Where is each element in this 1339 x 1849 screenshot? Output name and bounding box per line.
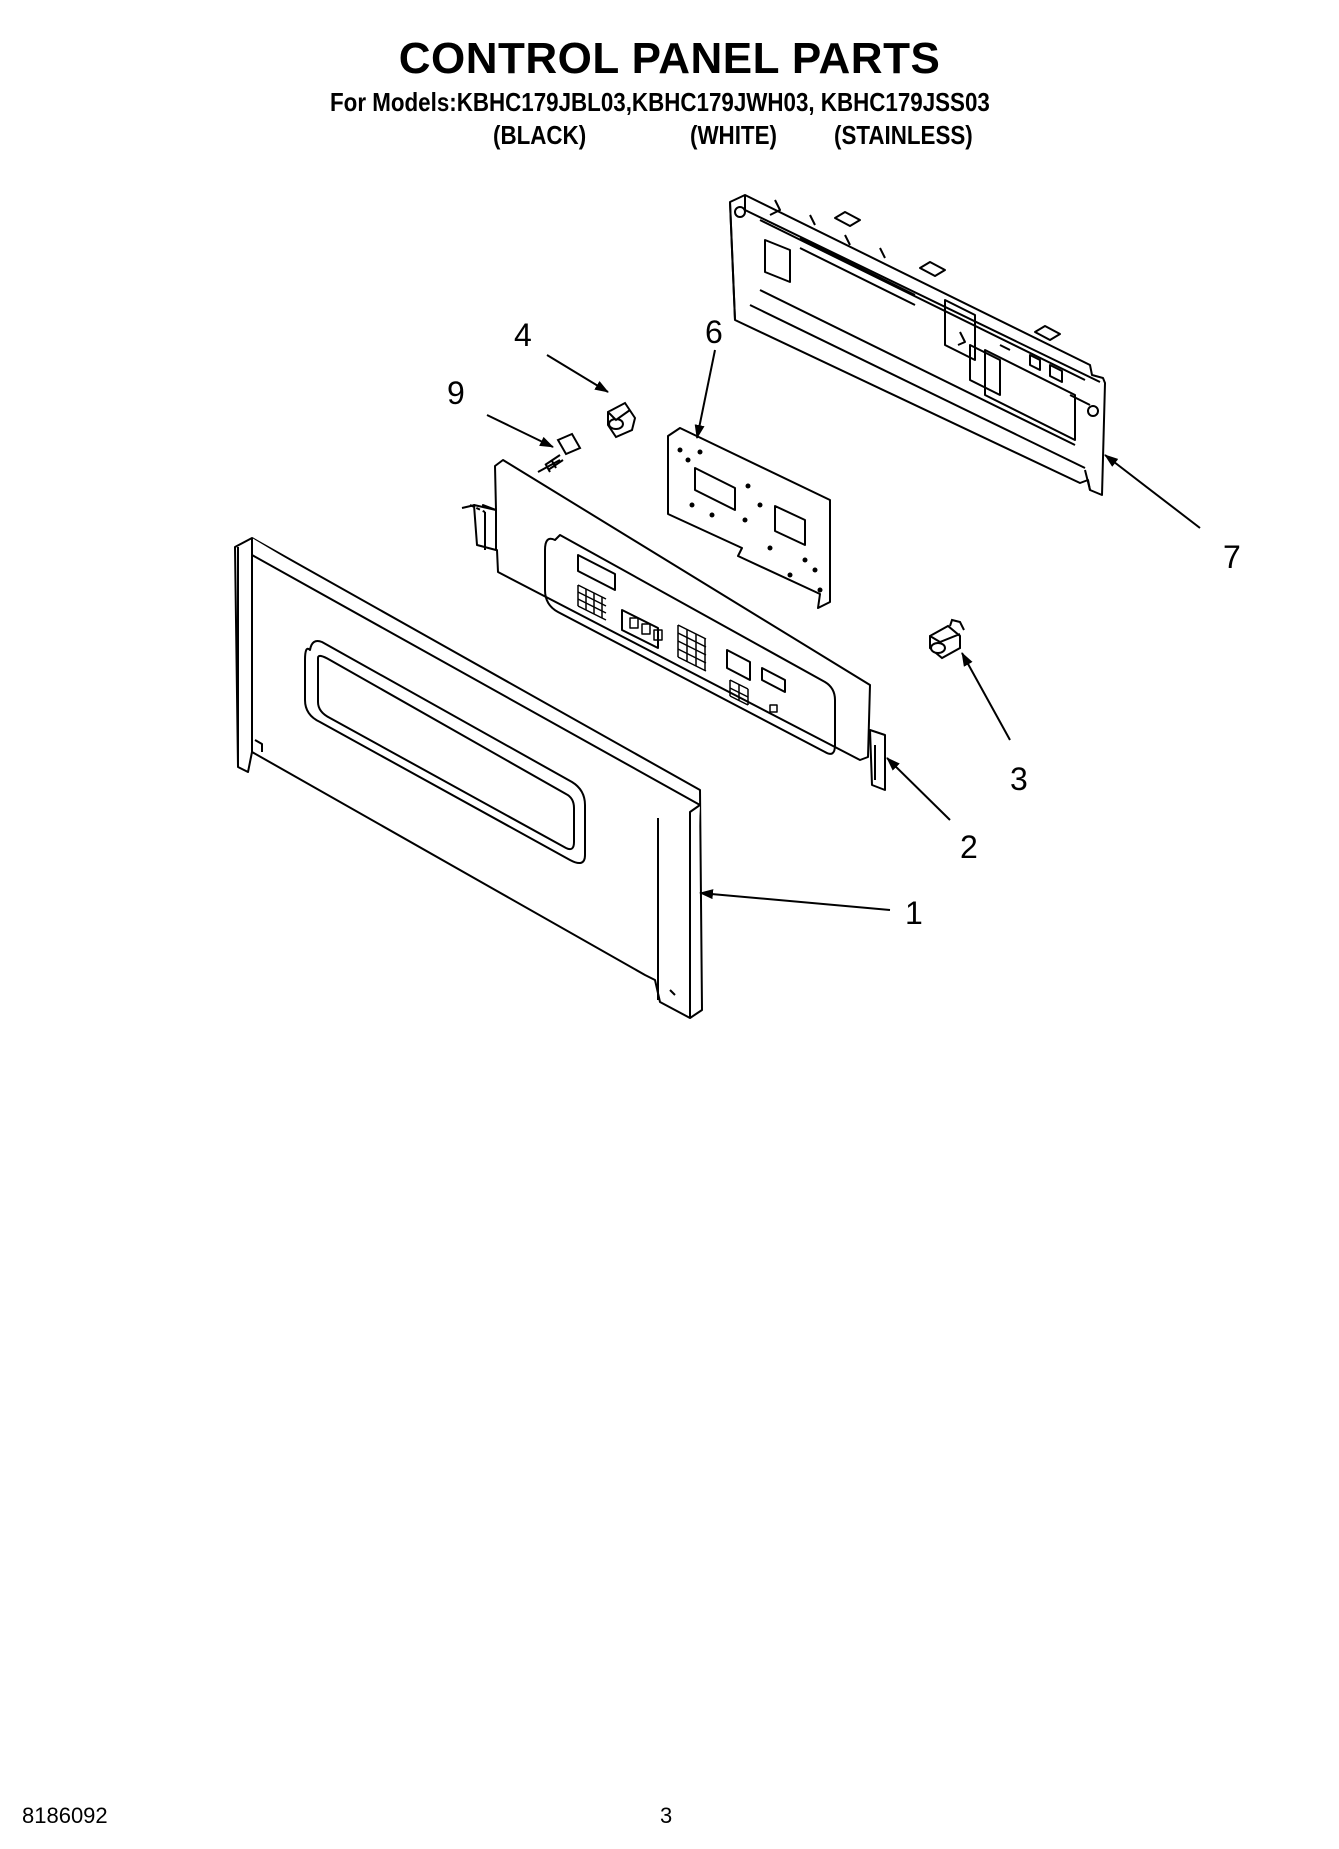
- variant-white: (WHITE): [690, 120, 777, 150]
- callout-4: 4: [514, 317, 532, 353]
- model-list: For Models:KBHC179JBL03,KBHC179JWH03, KB…: [330, 87, 990, 117]
- callout-leaders: [486, 349, 1201, 911]
- callout-1: 1: [905, 895, 923, 931]
- part-9-screw: [537, 432, 582, 473]
- callout-9: 9: [447, 375, 465, 411]
- part-3-standoff: [929, 618, 965, 660]
- callout-7: 7: [1223, 539, 1241, 575]
- part-1-bezel: [234, 537, 703, 1019]
- document-number: 8186092: [22, 1803, 108, 1828]
- part-7-control-housing: [729, 194, 1106, 496]
- callout-3: 3: [1010, 761, 1028, 797]
- page-title: CONTROL PANEL PARTS: [398, 34, 941, 83]
- variant-black: (BLACK): [493, 120, 587, 150]
- page-number: 3: [660, 1803, 673, 1828]
- part-2-control-panel: [461, 459, 886, 791]
- part-6-circuit-board: [667, 427, 831, 609]
- variant-stainless: (STAINLESS): [834, 120, 973, 150]
- part-4-spacer: [607, 401, 637, 439]
- callout-6: 6: [705, 314, 723, 350]
- callout-2: 2: [960, 829, 978, 865]
